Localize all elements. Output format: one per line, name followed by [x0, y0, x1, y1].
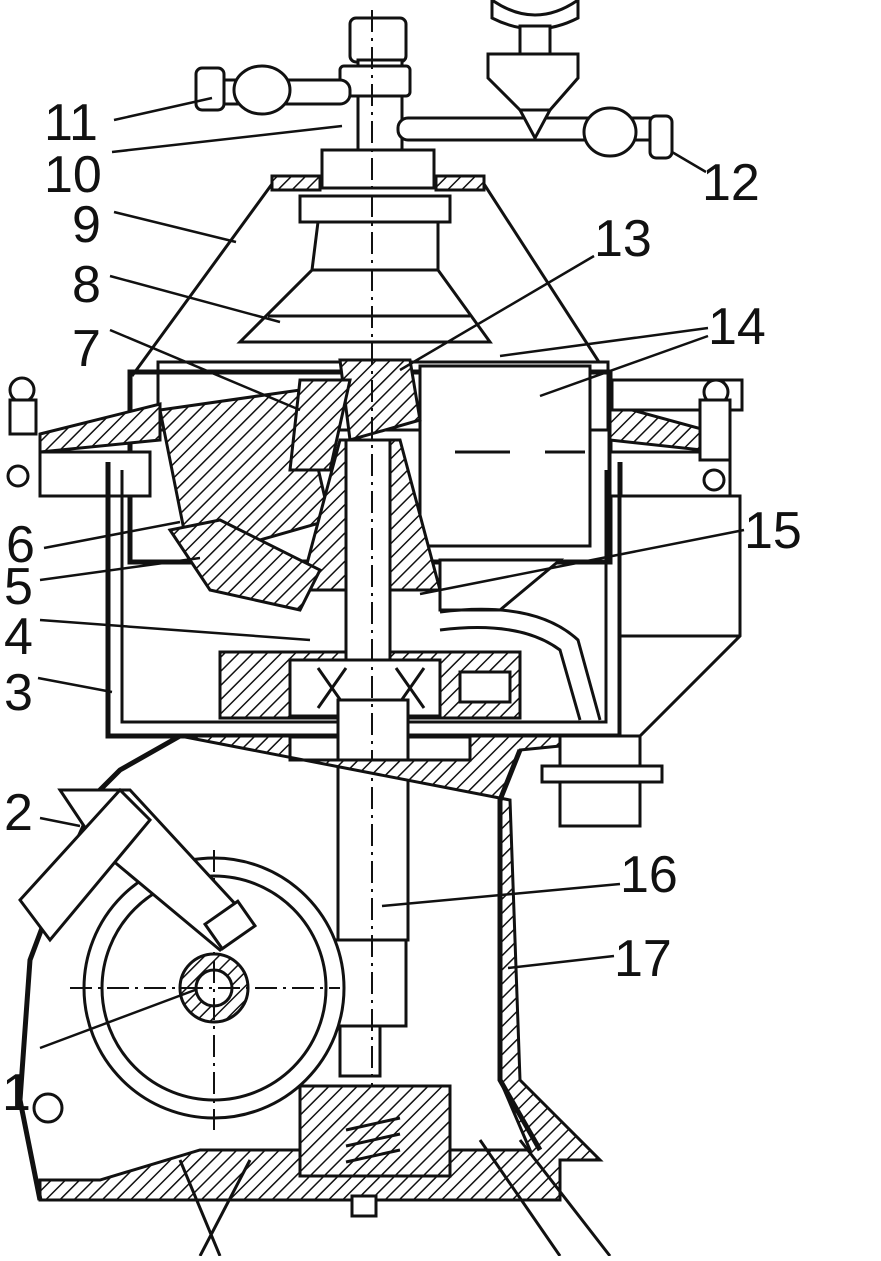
bowl-casing-flange: [6, 376, 744, 498]
callout-label-7: 7: [72, 320, 101, 378]
callout-label-8: 8: [72, 256, 101, 314]
callout-label-1: 1: [2, 1064, 31, 1122]
callout-label-10: 10: [44, 146, 102, 204]
feed-inlet-assembly: [194, 0, 674, 160]
callout-label-14: 14: [708, 298, 766, 356]
spindle-assembly: [218, 10, 602, 1210]
callout-leaders: [37, 96, 745, 1050]
callout-label-13: 13: [594, 210, 652, 268]
callout-label-2: 2: [4, 784, 33, 842]
callout-label-9: 9: [72, 196, 101, 254]
callout-label-5: 5: [4, 558, 33, 616]
callout-label-16: 16: [620, 846, 678, 904]
callout-labels: 1 2 3 4 5 6 7 8 9 10 11 12 13 14 15 16 1…: [2, 94, 802, 1122]
separator-bowl: [127, 358, 613, 612]
callout-label-11: 11: [44, 94, 98, 152]
drive-gear: [18, 787, 346, 1130]
callout-label-6: 6: [6, 516, 35, 574]
cover-cone: [130, 148, 610, 377]
callout-label-4: 4: [4, 608, 33, 666]
callout-label-15: 15: [744, 502, 802, 560]
callout-label-17: 17: [614, 930, 672, 988]
callout-label-3: 3: [4, 664, 33, 722]
callout-label-12: 12: [702, 154, 760, 212]
